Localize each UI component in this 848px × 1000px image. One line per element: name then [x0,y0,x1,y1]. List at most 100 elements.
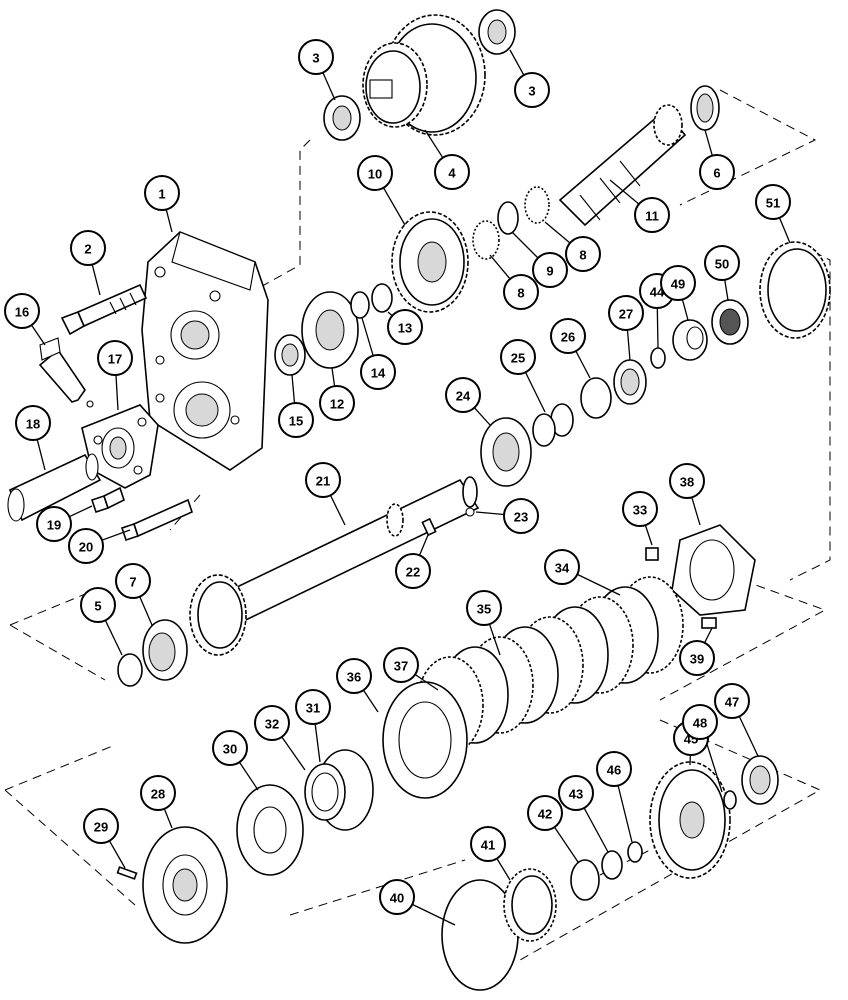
callout-37: 37 [383,647,419,683]
callout-number: 33 [633,503,647,518]
callout-number: 40 [390,891,404,906]
callout-number: 26 [561,330,575,345]
callout-24: 24 [445,377,481,413]
callout-circle [470,826,506,862]
callout-number: 30 [223,742,237,757]
callout-7: 7 [115,563,151,599]
callout-25: 25 [500,339,536,375]
callout-circle [357,155,393,191]
leader-line-15 [291,374,296,404]
leader-line-38 [691,497,701,526]
callout-number: 28 [151,787,165,802]
callout-number: 3 [312,51,319,66]
spur-gear-part [391,211,469,313]
callout-13: 13 [387,309,423,345]
callout-circle [558,775,594,811]
callout-circle [298,39,334,75]
callout-4: 4 [434,154,470,190]
callout-number: 20 [79,540,93,555]
callout-number: 17 [108,352,122,367]
bearing-upper-part [478,9,516,55]
callout-number: 7 [129,575,136,590]
leader-line-51 [778,217,791,244]
callout-40: 40 [379,879,415,915]
callout-9: 9 [532,252,568,288]
callout-circle [755,184,791,220]
leader-line-11 [609,179,640,205]
callout-43: 43 [558,775,594,811]
callout-circle [319,385,355,421]
callout-circle [387,309,423,345]
bearing-stack-part [274,283,393,376]
leader-line-30 [238,761,259,791]
leader-line-12 [331,367,336,387]
leader-line-26 [575,350,591,379]
callout-number: 31 [306,701,320,716]
callout-circle [634,197,670,233]
callout-33: 33 [622,491,658,527]
callout-number: 19 [47,518,61,533]
callout-number: 25 [511,351,525,366]
callout-number: 43 [569,787,583,802]
callout-12: 12 [319,385,355,421]
callout-circle [714,683,750,719]
bearing-left-part [323,95,361,141]
front-bearing-part [117,619,188,687]
callout-number: 8 [517,286,524,301]
leader-line-18 [36,439,46,471]
leader-line-43 [583,807,609,853]
needle-bearing-sleeve-part [580,347,666,419]
leader-line-20 [101,529,131,541]
callout-number: 32 [265,717,279,732]
callout-18: 18 [15,405,51,441]
leader-line-48 [704,738,723,793]
leader-line-39 [704,627,713,644]
callout-number: 49 [671,277,685,292]
callout-5: 5 [80,587,116,623]
callout-number: 41 [481,838,495,853]
leader-line-22 [418,534,429,556]
callout-3b: 3 [514,72,550,108]
leader-line-25 [524,371,546,413]
leader-line-29 [108,840,126,869]
callout-number: 16 [15,305,29,320]
callout-number: 48 [693,716,707,731]
callout-number: 39 [690,652,704,667]
callout-circle [682,704,718,740]
plug-part [38,337,94,408]
callout-circle [395,553,431,589]
cone-part [672,319,708,361]
callout-number: 14 [371,366,386,381]
callout-circle [68,528,104,564]
large-gear-part [759,241,831,339]
callout-26: 26 [550,318,586,354]
leader-line-23 [475,511,505,516]
small-bolts-part [90,486,193,542]
callout-51: 51 [755,184,791,220]
callout-number: 9 [546,264,553,279]
callout-circle [305,462,341,498]
leader-line-49 [681,299,689,321]
callout-number: 4 [448,166,456,181]
callout-number: 29 [94,820,108,835]
callout-circle [532,252,568,288]
callout-circle [527,795,563,831]
leader-lines [30,49,791,926]
callout-20: 20 [68,528,104,564]
callout-number: 8 [579,248,586,263]
thrust-washer-part [690,85,720,131]
callout-36: 36 [336,658,372,694]
leader-line-14 [361,317,374,356]
callout-circle [379,879,415,915]
callout-number: 1 [158,187,165,202]
leader-line-33 [644,524,653,546]
leader-line-2 [91,264,101,296]
spring-carrier-part [645,524,756,629]
leader-line-3a [322,72,336,101]
leader-line-21 [329,494,346,526]
callout-3a: 3 [298,39,334,75]
needle-bearings-part [472,186,550,260]
callout-circle [97,340,133,376]
cluster-gear-part [362,14,486,136]
